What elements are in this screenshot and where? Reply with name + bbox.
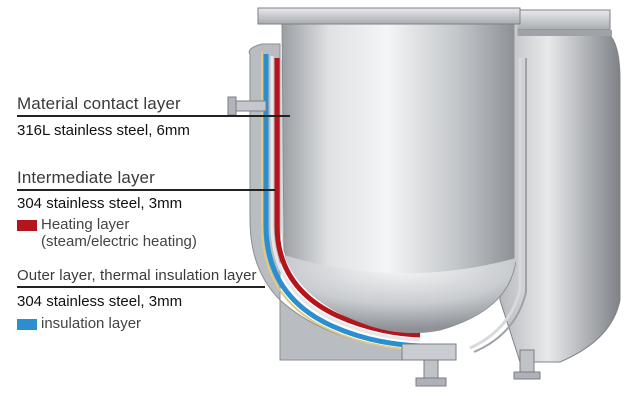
outer-heading: Outer layer, thermal insulation layer <box>17 267 257 284</box>
insulation-legend: insulation layer <box>17 315 141 332</box>
outer-shell-right <box>499 9 621 363</box>
material-contact-spec: 316L stainless steel, 6mm <box>17 122 190 139</box>
right-jacket-strip <box>469 58 527 353</box>
heating-swatch <box>17 220 37 231</box>
heating-legend-line2: (steam/electric heating) <box>41 233 197 250</box>
heating-legend-text: Heating layer (steam/electric heating) <box>41 216 197 250</box>
heating-legend: Heating layer (steam/electric heating) <box>17 216 197 250</box>
heating-legend-line1: Heating layer <box>41 216 130 233</box>
outer-spec: 304 stainless steel, 3mm <box>17 293 183 310</box>
top-rim <box>257 7 521 25</box>
outer-leader-line <box>17 286 265 288</box>
inner-vessel <box>281 21 518 334</box>
intermediate-leader-line <box>17 189 275 191</box>
insulation-swatch <box>17 319 37 330</box>
material-contact-leader-line <box>17 115 290 117</box>
side-nozzle <box>227 96 267 116</box>
bottom-outlet <box>401 343 541 387</box>
intermediate-spec: 304 stainless steel, 3mm <box>17 195 183 212</box>
insulation-legend-text: insulation layer <box>41 315 142 332</box>
intermediate-heading: Intermediate layer <box>17 168 155 187</box>
material-contact-heading: Material contact layer <box>17 94 181 113</box>
